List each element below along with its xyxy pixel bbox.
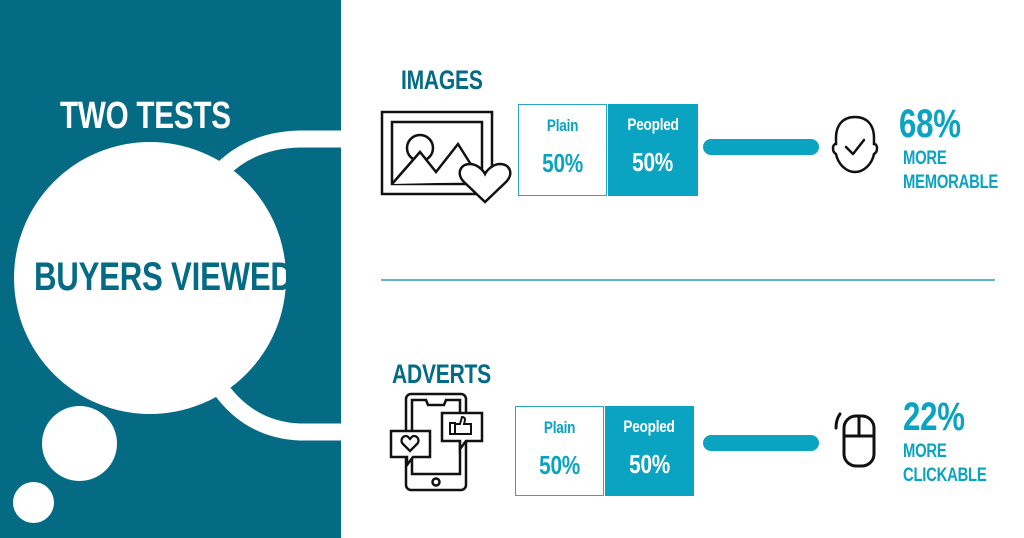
section-title-adverts: ADVERTS [392,360,519,388]
images-plain-box: Plain 50% [518,104,607,196]
plain-label: Plain [543,418,576,437]
images-more-text: MORE [903,148,947,169]
picture-with-heart-icon [380,110,512,204]
thought-connector-lines [213,130,341,441]
images-peopled-box: Peopled 50% [608,104,698,196]
mouse-click-icon [834,412,876,468]
adverts-percent-text: 22% [903,395,965,439]
thought-bubble-small [13,482,54,523]
adverts-more-text: MORE [903,441,947,462]
peopled-label: Peopled [627,115,679,134]
left-panel: TWO TESTS BUYERS VIEWED [0,0,341,538]
images-result-line2: MEMORABLE [903,171,1024,195]
adverts-result-connector-bar [703,435,819,451]
plain-value: 50% [539,450,580,480]
thought-bubble-medium [42,406,117,481]
two-tests-title: TWO TESTS [60,96,279,136]
smartphone-social-icon [389,392,484,492]
adverts-result-line2: CLICKABLE [903,464,1010,488]
images-result-connector-bar [703,139,819,155]
buyers-viewed-text: BUYERS VIEWED [34,255,293,299]
peopled-label: Peopled [623,417,676,436]
head-checkmark-icon [831,115,879,174]
adverts-result-line1: MORE [903,440,959,464]
images-percent-text: 68% [899,102,961,146]
thought-bubble-large [14,142,286,414]
peopled-value: 50% [632,147,674,177]
adverts-result-percent: 22% [903,397,982,437]
adverts-plain-box: Plain 50% [515,406,604,496]
plain-label: Plain [546,116,579,135]
adverts-peopled-box: Peopled 50% [605,406,694,496]
images-result-line1: MORE [903,147,959,171]
plain-value: 50% [542,148,583,178]
two-tests-text: TWO TESTS [60,95,231,137]
adverts-title-text: ADVERTS [392,359,491,389]
images-result-percent: 68% [899,104,978,144]
peopled-value: 50% [629,449,670,479]
images-memorable-text: MEMORABLE [903,172,999,193]
buyers-viewed-label: BUYERS VIEWED [34,256,341,298]
adverts-clickable-text: CLICKABLE [903,465,987,486]
section-title-images: IMAGES [401,66,506,94]
section-divider [381,279,995,281]
images-title-text: IMAGES [401,65,483,95]
